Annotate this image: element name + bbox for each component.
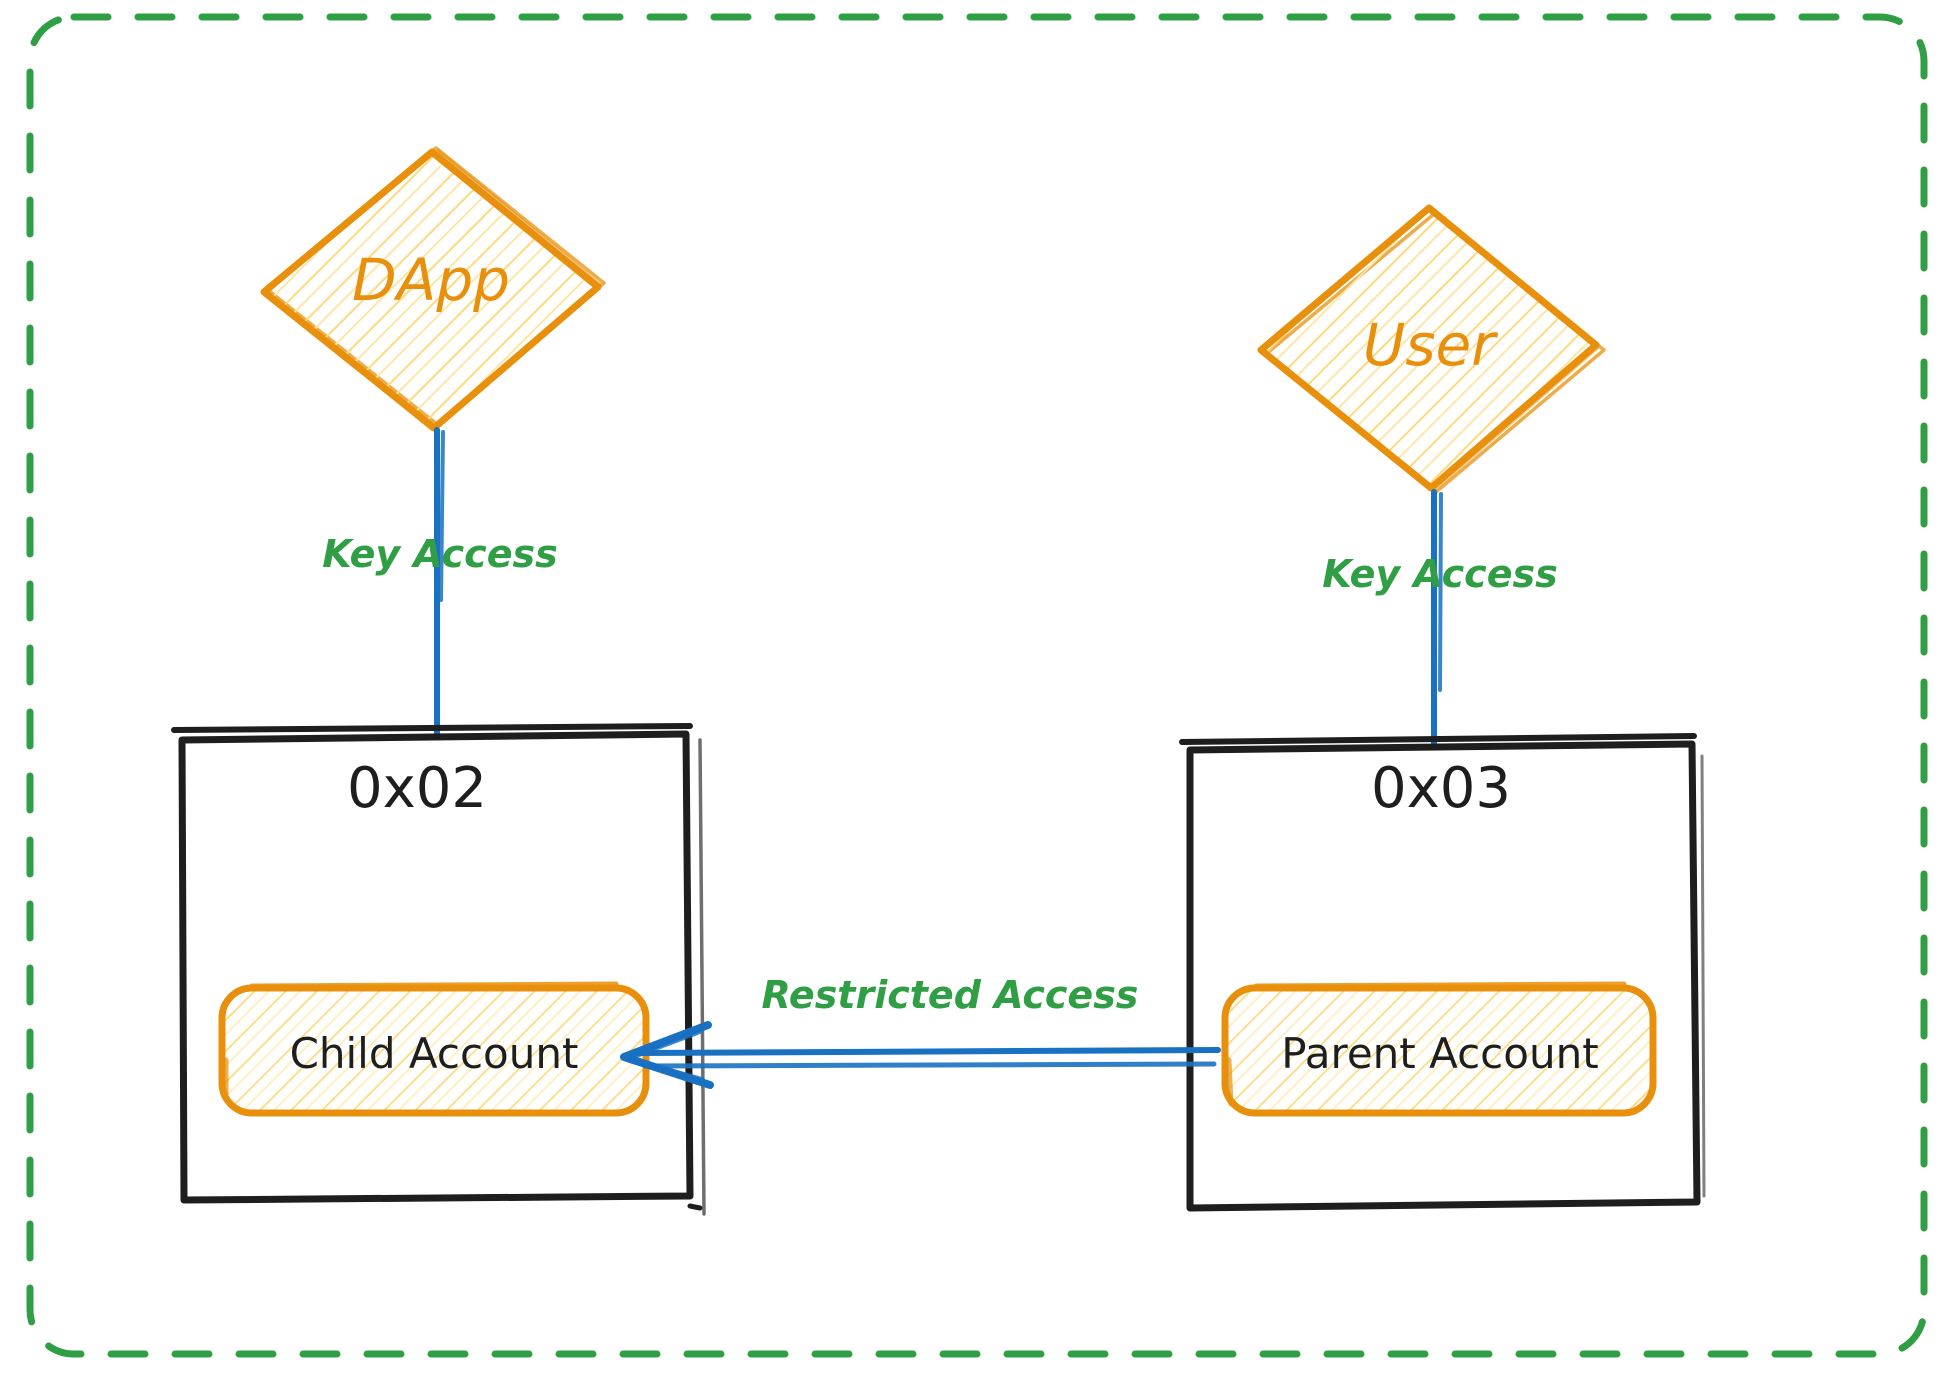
node-account-0x02-label: 0x02: [347, 756, 487, 821]
node-account-0x03[interactable]: 0x03: [1179, 733, 1706, 1212]
edge-label-key-access-left: Key Access: [322, 532, 558, 576]
node-dapp[interactable]: DApp: [260, 146, 606, 432]
outer-boundary: [26, 13, 1928, 1358]
edge-parent-to-child[interactable]: [620, 1021, 1221, 1089]
node-account-0x02[interactable]: 0x02: [171, 723, 706, 1216]
node-parent-account[interactable]: Parent Account: [1221, 981, 1657, 1117]
edge-label-key-access-right: Key Access: [1322, 552, 1558, 596]
node-account-0x03-label: 0x03: [1371, 756, 1511, 821]
node-user-label: User: [1363, 311, 1498, 379]
edge-dapp-to-0x02[interactable]: [434, 427, 445, 743]
node-dapp-label: DApp: [352, 246, 510, 314]
node-child-account[interactable]: Child Account: [218, 981, 650, 1117]
edge-label-restricted-access: Restricted Access: [761, 973, 1139, 1017]
node-parent-account-label: Parent Account: [1281, 1029, 1598, 1078]
node-user[interactable]: User: [1257, 204, 1606, 494]
node-child-account-label: Child Account: [290, 1029, 579, 1078]
edge-user-to-0x03[interactable]: [1431, 489, 1443, 751]
